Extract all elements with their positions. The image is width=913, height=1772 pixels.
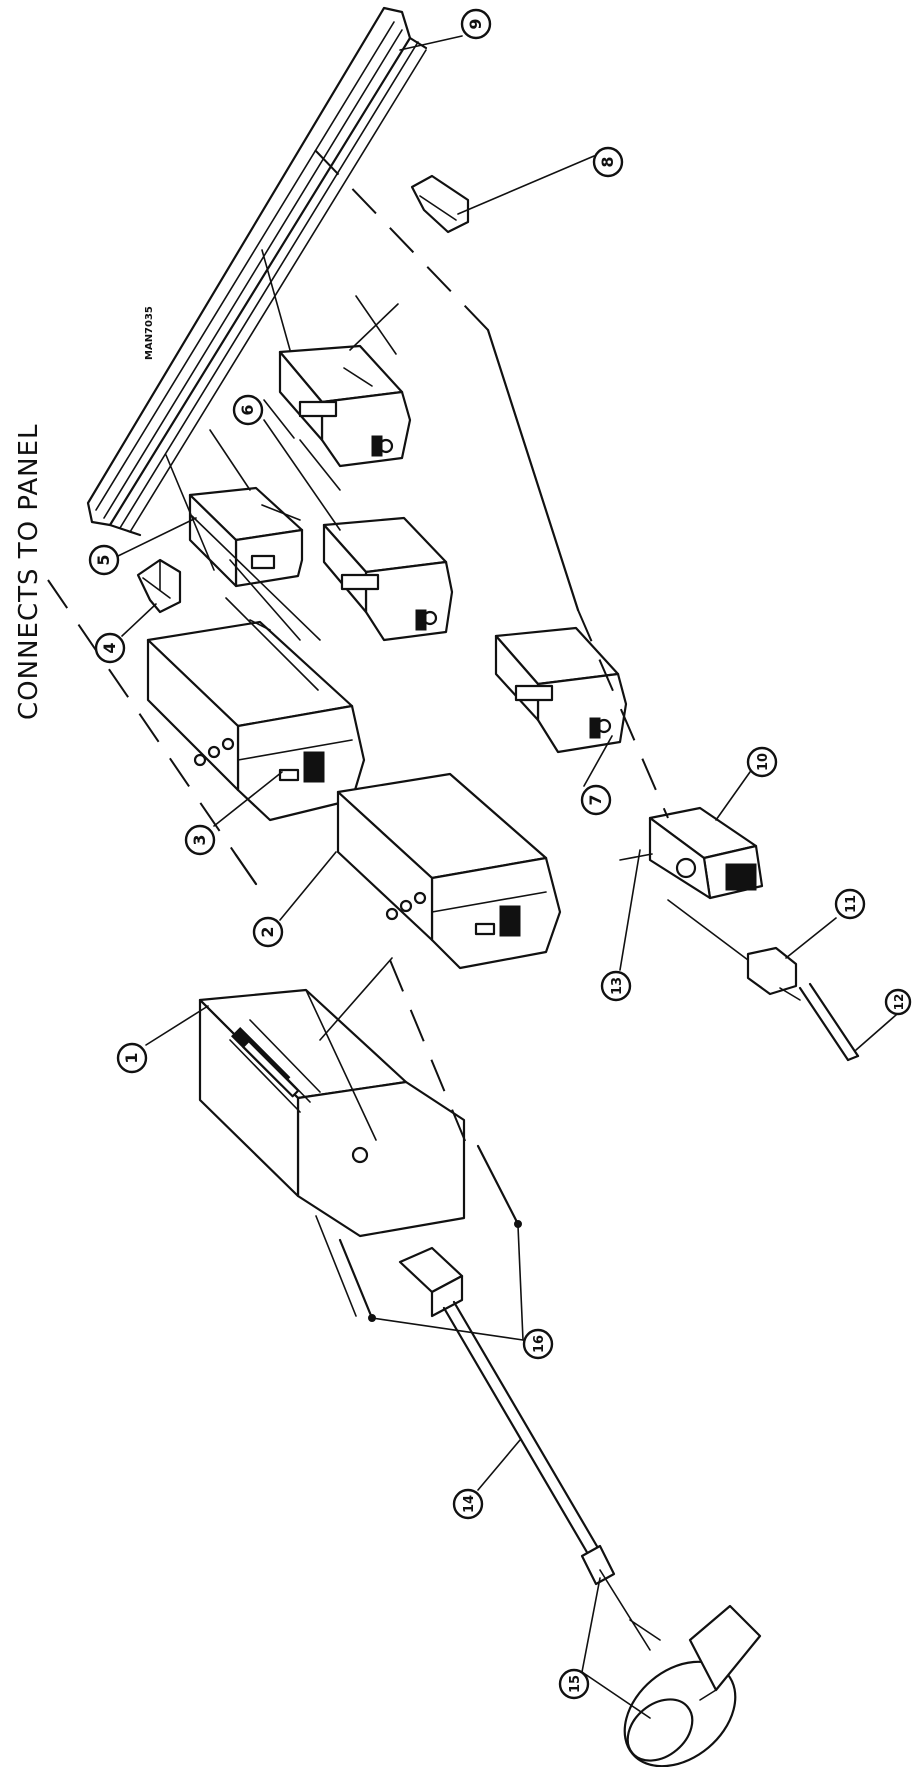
din-rail <box>86 6 428 537</box>
main-switch-body <box>198 988 466 1238</box>
svg-text:15: 15 <box>568 1675 583 1693</box>
assembly-lines <box>47 149 801 1651</box>
mounting-screws <box>338 1144 522 1322</box>
callout-12: 12 <box>884 988 912 1016</box>
extension-shaft <box>398 1246 616 1586</box>
callout-16: 16 <box>522 1328 554 1360</box>
callout-7: 7 <box>580 784 612 816</box>
shaft-adapter <box>619 806 764 900</box>
svg-text:12: 12 <box>892 994 906 1011</box>
callout-11: 11 <box>834 888 866 920</box>
connects-to-panel-label: CONNECTS TO PANEL <box>14 423 44 720</box>
svg-text:6: 6 <box>238 404 257 415</box>
svg-text:2: 2 <box>258 926 277 937</box>
end-stop-right <box>410 174 470 234</box>
svg-text:16: 16 <box>532 1335 547 1353</box>
pin <box>798 982 860 1062</box>
callout-4: 4 <box>94 632 126 664</box>
circuit-breaker-3 <box>146 620 366 822</box>
callout-9: 9 <box>460 8 492 40</box>
svg-text:10: 10 <box>756 753 771 771</box>
callout-10: 10 <box>746 746 778 778</box>
svg-text:1: 1 <box>122 1052 141 1063</box>
svg-text:13: 13 <box>610 977 625 995</box>
callout-13: 13 <box>600 970 632 1002</box>
svg-text:14: 14 <box>462 1495 477 1513</box>
callout-5: 5 <box>88 544 120 576</box>
svg-text:4: 4 <box>100 642 119 653</box>
end-stop-left <box>136 558 182 614</box>
callout-1: 1 <box>116 1042 148 1074</box>
circuit-breaker-2 <box>336 772 562 970</box>
svg-text:5: 5 <box>94 554 113 565</box>
callout-8: 8 <box>592 146 624 178</box>
svg-text:8: 8 <box>598 156 617 167</box>
callout-14: 14 <box>452 1488 484 1520</box>
coupling <box>746 946 798 996</box>
blank-module <box>188 486 304 588</box>
drawing-code: MAN7035 <box>144 306 155 360</box>
callout-3: 3 <box>184 824 216 856</box>
relay-module-6a <box>278 344 412 468</box>
svg-text:11: 11 <box>844 895 859 913</box>
svg-text:7: 7 <box>586 794 605 805</box>
callout-15: 15 <box>558 1668 590 1700</box>
callout-6: 6 <box>232 394 264 426</box>
leader-lines <box>117 35 905 1719</box>
svg-text:9: 9 <box>466 18 485 29</box>
relay-module-7 <box>494 626 628 754</box>
relay-module-6b <box>322 516 454 642</box>
svg-text:3: 3 <box>190 834 209 845</box>
rotary-handle <box>623 1604 762 1768</box>
callout-2: 2 <box>252 916 284 948</box>
